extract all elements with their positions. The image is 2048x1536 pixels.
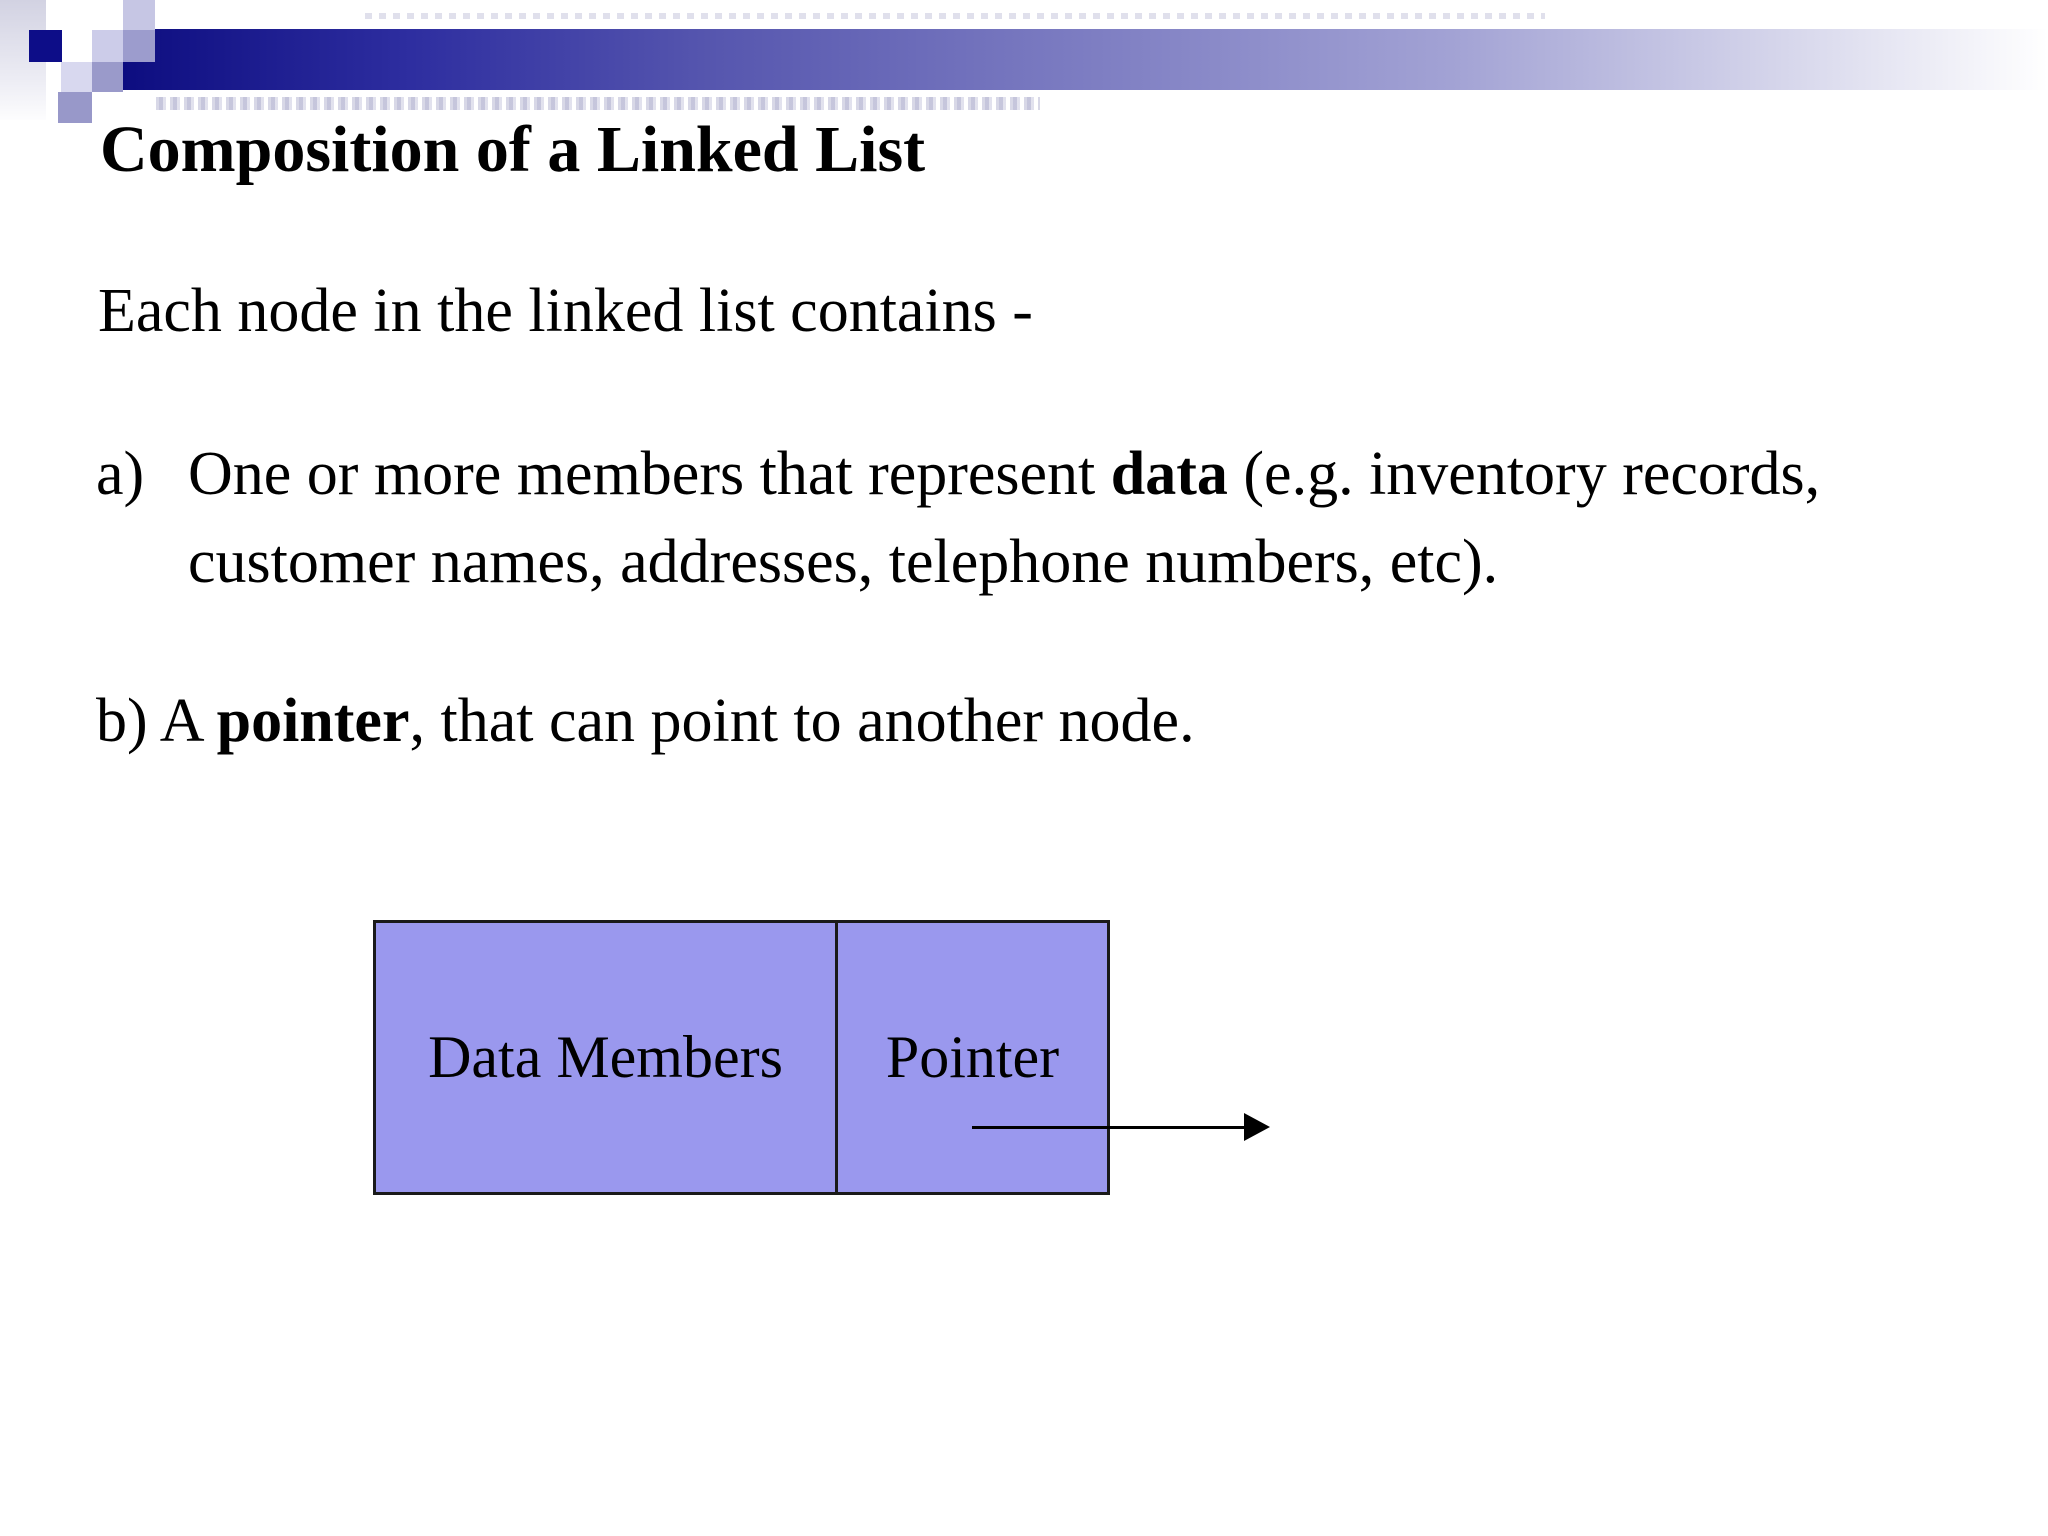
header-top-dotted-strip [365,13,1545,19]
list-item-a-line1-post: (e.g. inventory records, [1227,440,1821,508]
list-item-a-text: One or more members that represent data … [188,430,1820,606]
mosaic-square-medium [58,92,92,123]
list-item-b-bold: pointer [216,687,410,755]
pointer-arrow-line [972,1126,1244,1129]
mosaic-square-medium [123,30,155,62]
mosaic-square-light [123,0,155,30]
pointer-label: Pointer [885,1024,1060,1090]
mosaic-square-medium [92,62,123,92]
data-members-label: Data Members [428,1024,783,1090]
list-item-b: b) A pointer, that can point to another … [96,686,1195,757]
header-gradient-bar [123,29,2048,90]
list-item-a-line1-bold: data [1110,440,1228,508]
mosaic-square-navy [29,30,62,62]
pointer-arrow-head-icon [1244,1113,1270,1141]
list-item-b-post: , that can point to another node. [409,687,1195,755]
mosaic-square-light [61,62,92,92]
intro-text: Each node in the linked list contains - [98,277,1033,345]
list-item-b-marker: b) [96,687,148,755]
list-item-a-line1: One or more members that represent data … [188,430,1820,518]
pointer-cell: Pointer [838,923,1107,1192]
list-item-a-line1-pre: One or more members that represent [188,440,1111,508]
header-checkered-strip [156,97,1040,110]
list-item-a-line2: customer names, addresses, telephone num… [188,528,1499,596]
slide-title: Composition of a Linked List [100,113,926,186]
node-diagram: Data Members Pointer [373,920,1110,1195]
list-item-b-pre: A [147,687,217,755]
list-item-a-marker: a) [96,440,145,508]
data-members-cell: Data Members [376,923,838,1192]
list-item-a: a) One or more members that represent da… [96,430,1820,606]
mosaic-square-light [92,30,123,62]
